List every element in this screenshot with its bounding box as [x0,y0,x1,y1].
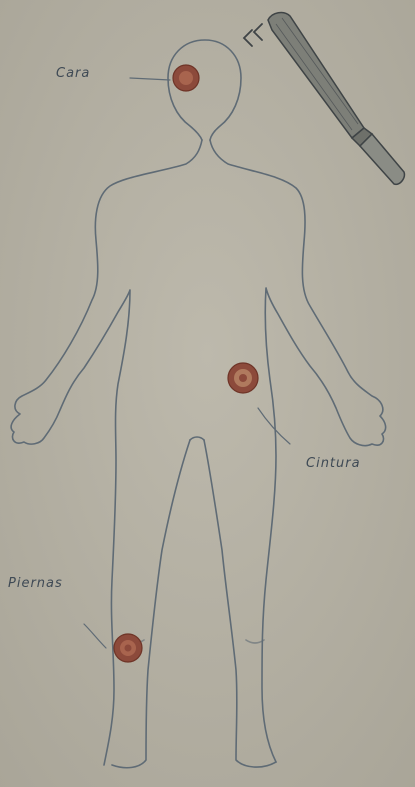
impact-mark-face [173,65,199,91]
label-face: Cara [56,66,90,81]
label-legs: Piernas [8,576,63,591]
label-waist: Cintura [306,456,361,471]
impact-mark-waist [228,363,258,393]
impact-mark-legs [114,634,142,662]
